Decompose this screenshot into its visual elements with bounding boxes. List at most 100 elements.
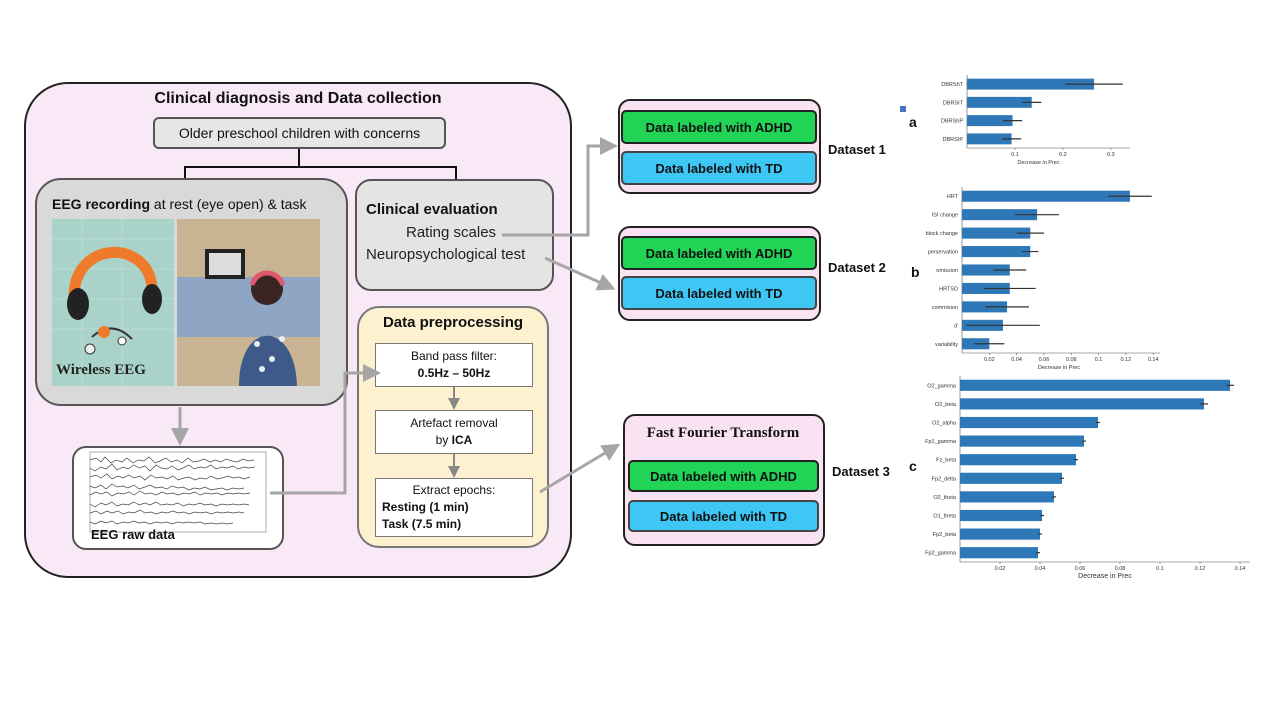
bar-DBRSIP <box>967 133 1012 145</box>
epochs-resting: Resting (1 min) <box>382 500 469 514</box>
category-label-DBRShT: DBRShT <box>941 82 963 88</box>
bar-block change <box>962 227 1031 239</box>
x-tick-label: 0.12 <box>1121 357 1132 363</box>
bar-perservation <box>962 246 1031 258</box>
category-label-O2_alpha: O2_alpha <box>932 421 957 427</box>
bar-HRT <box>962 190 1130 202</box>
dataset3-title: Dataset 3 <box>832 464 890 479</box>
panel-letter-a: a <box>909 114 917 130</box>
category-label-Fp2_beta: Fp2_beta <box>933 532 957 538</box>
x-tick-label: 0.1 <box>1011 152 1019 158</box>
x-axis-label: Decrease in Prec <box>1078 573 1132 580</box>
dataset1-td-label: Data labeled with TD <box>621 151 817 185</box>
bar-DBRShP <box>967 115 1013 127</box>
x-tick-label: 0.06 <box>1075 566 1086 572</box>
category-label-O1_theta: O1_theta <box>933 514 957 520</box>
category-label-ISI change: ISI change <box>932 213 958 219</box>
epochs-line1: Extract epochs: <box>412 483 496 497</box>
bar-O2_gamma <box>960 379 1230 391</box>
category-label-variability: variability <box>935 342 958 348</box>
arrow-neuropsych-to-dataset2 <box>544 256 616 291</box>
artefact-removal-step: Artefact removal by ICA <box>375 410 533 454</box>
bar-omission <box>962 264 1010 276</box>
artefact-line1: Artefact removal <box>410 416 498 430</box>
clinical-evaluation-title: Clinical evaluation <box>366 201 498 218</box>
x-tick-label: 0.3 <box>1107 152 1115 158</box>
category-label-Fp2_delta: Fp2_delta <box>932 476 957 482</box>
bar-O2_beta <box>960 398 1204 410</box>
connector-horizontal <box>184 166 456 168</box>
dataset2-title: Dataset 2 <box>828 260 886 275</box>
bar-Fp2_gamma <box>960 547 1038 559</box>
chart-c: O2_gammaO2_betaO2_alphaFp1_gammaFz_betaF… <box>925 376 1250 580</box>
bar-Fp1_gamma <box>960 435 1084 447</box>
category-label-d': d' <box>954 323 958 329</box>
category-label-commision: commision <box>932 305 958 311</box>
bandpass-filter-step: Band pass filter: 0.5Hz – 50Hz <box>375 343 533 387</box>
child-task-photo <box>177 219 320 386</box>
bar-O1_theta <box>960 509 1042 522</box>
eeg-raw-data-label: EEG raw data <box>91 527 175 542</box>
rating-scales-label: Rating scales <box>406 224 497 241</box>
dataset1-adhd-label: Data labeled with ADHD <box>621 110 817 144</box>
eeg-raw-data-box <box>72 446 284 550</box>
chart-b: HRT ISI change block change perservation omi… <box>926 187 1160 371</box>
category-label-O2_beta: O2_beta <box>935 402 957 408</box>
dataset1-title: Dataset 1 <box>828 142 886 157</box>
category-label-O2_gamma: O2_gamma <box>927 383 957 389</box>
bar-DBRSIT <box>967 96 1032 108</box>
extract-epochs-step: Extract epochs: Resting (1 min) Task (7.… <box>375 478 533 537</box>
bar-O2_theta <box>960 491 1054 503</box>
x-tick-label: 0.02 <box>995 566 1006 572</box>
subjects-label: Older preschool children with concerns <box>178 125 421 141</box>
eeg-title-bold: EEG recording <box>52 196 151 212</box>
category-label-Fp1_gamma: Fp1_gamma <box>925 439 957 445</box>
connector-right-drop <box>455 166 457 180</box>
x-tick-label: 0.1 <box>1156 566 1164 572</box>
x-tick-label: 0.14 <box>1148 357 1159 363</box>
category-label-DBRSIT: DBRSIT <box>943 100 964 106</box>
x-tick-label: 0.02 <box>984 357 995 363</box>
category-label-HRT: HRT <box>947 194 959 200</box>
artefact-by: by <box>435 433 452 447</box>
x-tick-label: 0.08 <box>1066 357 1077 363</box>
dataset2-td-label: Data labeled with TD <box>621 276 817 310</box>
connector-vertical-top <box>298 149 300 167</box>
artefact-line2: by ICA <box>376 432 532 449</box>
fft-title: Fast Fourier Transform <box>646 425 800 441</box>
eeg-trace-plot <box>89 451 267 533</box>
wireless-eeg-photo <box>52 219 174 386</box>
category-label-DBRSIP: DBRSIP <box>943 137 964 143</box>
x-tick-label: 0.1 <box>1095 357 1103 363</box>
panel-letter-c: c <box>909 458 917 474</box>
category-label-DBRShP: DBRShP <box>941 119 963 125</box>
category-label-Fz_beta: Fz_beta <box>936 458 957 464</box>
bar-Fp2_beta <box>960 528 1040 540</box>
arrow-raw-to-preprocessing <box>270 364 381 495</box>
x-tick-label: 0.14 <box>1235 566 1246 572</box>
category-label-block change: block change <box>926 231 958 237</box>
category-label-omission: omission <box>936 268 958 274</box>
bar-commision <box>962 301 1008 313</box>
x-axis-label: Decrease in Prec <box>1017 160 1059 166</box>
bandpass-line2: 0.5Hz – 50Hz <box>417 366 491 380</box>
dataset2-adhd-label: Data labeled with ADHD <box>621 236 817 270</box>
dataset3-adhd-label: Data labeled with ADHD <box>628 460 819 492</box>
data-preprocessing-title: Data preprocessing <box>382 314 524 331</box>
category-label-perservation: perservation <box>928 250 958 256</box>
bar-ISI change <box>962 209 1038 221</box>
connector-left-drop <box>184 166 186 179</box>
ica-label: ICA <box>451 433 473 447</box>
panel-letter-b: b <box>911 264 920 280</box>
wireless-eeg-label: Wireless EEG <box>56 362 146 378</box>
category-label-O2_theta: O2_theta <box>933 495 957 501</box>
dataset3-td-label: Data labeled with TD <box>628 500 819 532</box>
x-tick-label: 0.04 <box>1035 566 1046 572</box>
panel-title: Clinical diagnosis and Data collection <box>154 90 442 107</box>
headset-illustration <box>52 219 174 386</box>
x-tick-label: 0.08 <box>1115 566 1126 572</box>
eeg-traces <box>89 456 256 525</box>
